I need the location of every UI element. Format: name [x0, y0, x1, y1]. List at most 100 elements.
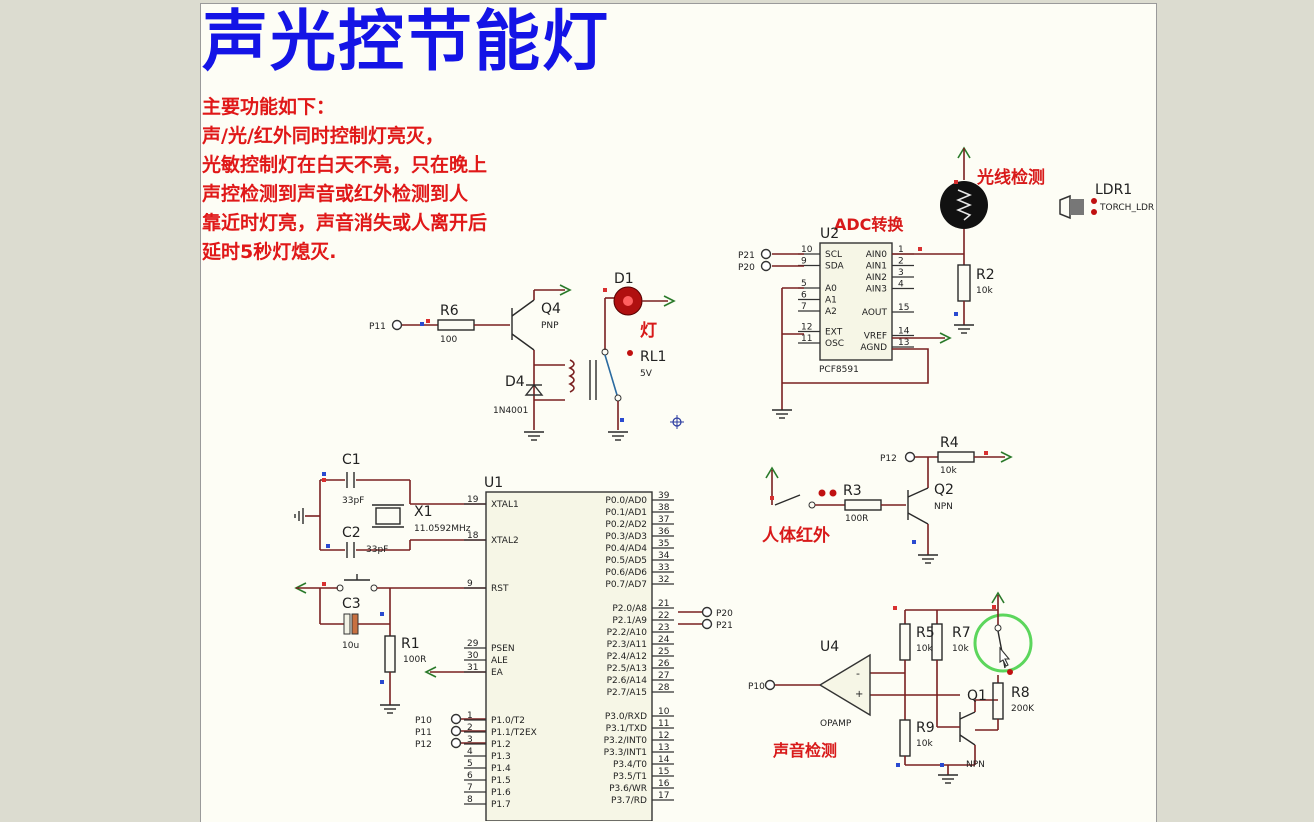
pin-name: P2.4/A12 [607, 652, 647, 662]
rl1-coil[interactable] [568, 359, 575, 393]
pin-number: 23 [658, 623, 669, 633]
pin-name: AGND [860, 343, 887, 353]
u4-opamp[interactable] [818, 653, 871, 717]
power-arrow-r4[interactable] [1000, 451, 1013, 463]
pin-number: 16 [658, 779, 670, 789]
u1-chip[interactable] [485, 491, 653, 821]
d1-ref: D1 [614, 271, 634, 287]
pin-name: A2 [825, 307, 837, 317]
r7-ref: R7 [952, 625, 971, 641]
rl1-value: 5V [640, 369, 653, 379]
x1-crystal[interactable] [375, 507, 401, 525]
annotation-pir: 人体红外 [762, 526, 830, 546]
net-label-p21-u2: P21 [738, 251, 755, 261]
net-p11-u1[interactable] [450, 725, 462, 737]
ldr-sensor-icon[interactable] [940, 181, 988, 229]
rl1-switch[interactable] [604, 354, 618, 396]
net-p21-u2[interactable] [760, 248, 772, 260]
net-p11-r6[interactable] [391, 319, 403, 331]
ldr1-value: TORCH_LDR [1099, 203, 1154, 213]
r1-resistor[interactable] [384, 635, 396, 673]
annotation-lamp: 灯 [640, 321, 657, 341]
net-label-p20-u1: P20 [716, 609, 733, 619]
r3-resistor[interactable] [844, 499, 882, 511]
net-p12-u1[interactable] [450, 737, 462, 749]
c3-ref: C3 [342, 596, 361, 612]
r5-value: 10k [916, 644, 933, 654]
pin-name: SCL [825, 250, 842, 260]
power-arrow-ea[interactable] [424, 666, 437, 678]
c1-value: 33pF [342, 496, 364, 506]
r3-value: 100R [845, 514, 868, 524]
net-label-p11-u1: P11 [415, 728, 432, 738]
r2-resistor[interactable] [957, 264, 971, 302]
u4-ref: U4 [820, 639, 839, 655]
pin-name: P2.3/A11 [607, 640, 647, 650]
sound-section: R5 10k R7 10k R9 10k - + U4 OPAMP P10 Q1… [748, 591, 1035, 784]
d4-diode[interactable] [524, 383, 544, 396]
pir-switch[interactable] [774, 494, 801, 506]
u2-chip[interactable] [819, 242, 893, 361]
torch-icon[interactable] [1059, 194, 1071, 220]
pin-name: P3.7/RD [611, 796, 647, 806]
net-p21-u1[interactable] [701, 618, 713, 630]
r6-resistor[interactable] [437, 319, 475, 331]
net-p20-u2[interactable] [760, 260, 772, 272]
pin-number: 8 [467, 795, 473, 805]
reset-button[interactable] [370, 584, 378, 592]
pin-name: A0 [825, 284, 837, 294]
pin-name: XTAL1 [491, 500, 519, 510]
pin-number: 10 [658, 707, 670, 717]
r4-ref: R4 [940, 435, 959, 451]
pin-number: 2 [898, 257, 904, 267]
pin-number: 13 [898, 338, 909, 348]
power-arrow-vref[interactable] [939, 332, 952, 344]
pin-number: 3 [898, 268, 904, 278]
r6-value: 100 [440, 335, 457, 345]
q2-ref: Q2 [934, 482, 954, 498]
pin-name: P0.0/AD0 [605, 496, 647, 506]
r1-value: 100R [403, 655, 426, 665]
pin-name: P1.1/T2EX [491, 728, 537, 738]
schematic-sheet [200, 3, 1157, 822]
r2-value: 10k [976, 286, 993, 296]
pin-name: SDA [825, 262, 844, 272]
u1-ref: U1 [484, 475, 503, 491]
description-line-5: 靠近时灯亮，声音消失或人离开后 [202, 212, 488, 234]
power-arrow-pir[interactable] [765, 466, 779, 479]
pin-name: AIN1 [866, 262, 887, 272]
r4-resistor[interactable] [937, 451, 975, 463]
mic-switch[interactable] [994, 624, 1002, 632]
net-p20-u1[interactable] [701, 606, 713, 618]
pin-name: P1.2 [491, 740, 511, 750]
pin-name: P3.0/RXD [605, 712, 647, 722]
pin-number: 26 [658, 659, 670, 669]
power-arrow-lamp[interactable] [663, 295, 676, 307]
pin-number: 24 [658, 635, 670, 645]
net-p10-u4[interactable] [764, 679, 776, 691]
pin-number: 4 [898, 280, 904, 290]
net-p10-u1[interactable] [450, 713, 462, 725]
net-p12-q2[interactable] [904, 451, 916, 463]
d4-value: 1N4001 [493, 406, 528, 416]
svg-text:-: - [856, 667, 860, 680]
description-line-1: 主要功能如下： [202, 96, 336, 118]
r5-resistor[interactable] [899, 623, 911, 661]
description-line-4: 声控检测到声音或红外检测到人 [202, 183, 469, 205]
pin-name: AIN0 [866, 250, 888, 260]
pin-name: AIN2 [866, 273, 887, 283]
r8-resistor[interactable] [992, 682, 1004, 720]
c3-capacitor[interactable] [343, 613, 351, 635]
q4-type: PNP [541, 321, 559, 331]
r6-ref: R6 [440, 303, 459, 319]
pin-name: AIN3 [866, 285, 887, 295]
pin-number: 5 [467, 759, 473, 769]
power-arrow-sound[interactable] [991, 591, 1005, 604]
q4-ref: Q4 [541, 301, 561, 317]
pin-number: 1 [898, 245, 904, 255]
r9-resistor[interactable] [899, 719, 911, 757]
power-arrow-q4[interactable] [559, 284, 572, 296]
pin-number: 6 [801, 291, 807, 301]
